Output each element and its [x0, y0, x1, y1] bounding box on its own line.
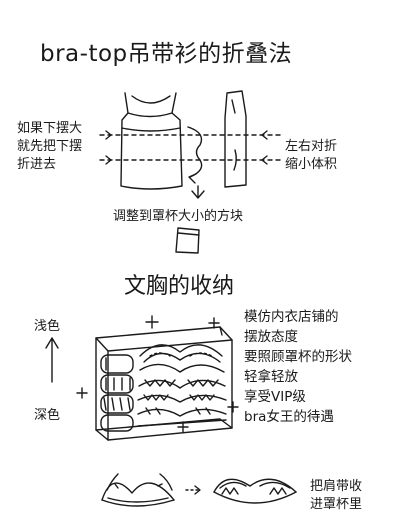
down-arrow-icon	[191, 185, 205, 199]
light-color-label: 浅色	[34, 319, 61, 334]
stacked-bras	[137, 344, 227, 427]
bra-straps-out-illustration	[101, 473, 175, 507]
bra-storage-title: 文胸的收纳	[124, 274, 235, 299]
camisole-illustration	[120, 92, 183, 190]
right-arrow-head-top	[261, 130, 268, 140]
straps-note: 把肩带收 进罩杯里	[310, 479, 363, 512]
storage-tips: 模仿内衣店铺的 摆放态度 要照顾罩杯的形状 轻拿轻放 享受VIP级 bra女王的…	[244, 309, 352, 425]
dotted-arrow-head	[194, 485, 201, 495]
sparkle-icons	[76, 315, 239, 433]
right-arrow-head-bottom	[261, 155, 268, 165]
fold-arrow-head	[188, 173, 197, 184]
dark-color-label: 深色	[34, 408, 61, 423]
up-arrow-icon	[45, 337, 59, 383]
rolled-camisoles	[100, 354, 134, 432]
bra-straps-tucked-illustration	[213, 478, 297, 504]
left-arrow-head-top	[105, 130, 112, 140]
left-arrow-head-bottom	[105, 155, 112, 165]
fold-in-half-note: 左右对折 缩小体积	[285, 139, 338, 172]
fold-method-title: bra-top吊带衫的折叠法	[40, 41, 293, 67]
folded-half-illustration	[224, 90, 247, 188]
square-note: 调整到罩杯大小的方块	[113, 209, 244, 224]
hem-fold-note: 如果下摆大 就先把下摆 折进去	[17, 121, 83, 172]
folded-square-illustration	[175, 227, 200, 254]
